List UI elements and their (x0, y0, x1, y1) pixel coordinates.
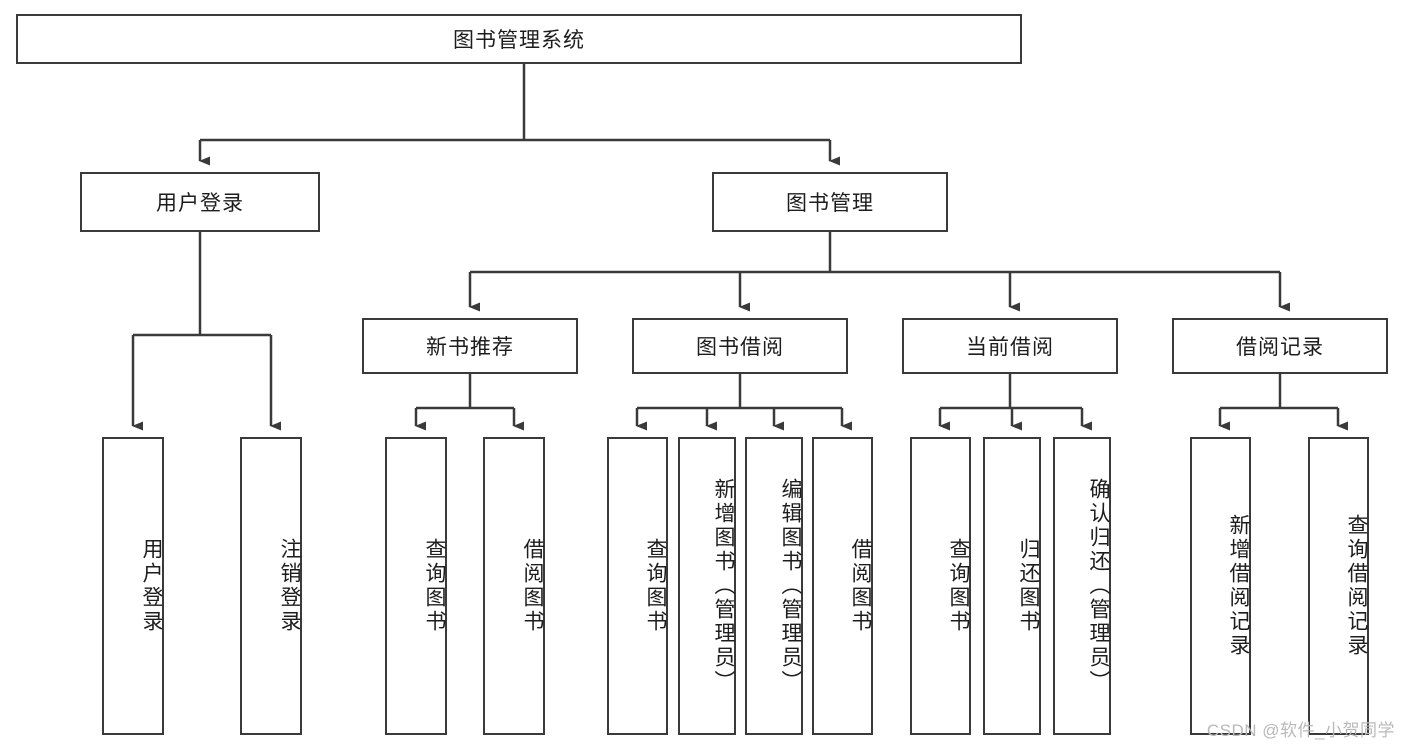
leaf-box[interactable]: 查询图书 (385, 437, 447, 735)
leaf-box[interactable]: 编辑图书（管理员） (745, 437, 803, 735)
leaf-label: 查询借阅记录 (1345, 514, 1368, 658)
level2-box[interactable]: 图书借阅 (632, 318, 848, 374)
level2-label: 新书推荐 (426, 336, 514, 359)
root-box[interactable]: 图书管理系统 (16, 14, 1022, 64)
leaf-box[interactable]: 查询图书 (910, 437, 971, 735)
level2-label: 当前借阅 (966, 336, 1054, 359)
leaf-label: 新增图书（管理员） (712, 478, 735, 694)
leaf-label: 注销登录 (278, 538, 301, 634)
leaf-label: 归还图书 (1017, 538, 1040, 634)
leaf-label: 编辑图书（管理员） (779, 478, 802, 694)
leaf-label: 借阅图书 (849, 538, 872, 634)
leaf-box[interactable]: 新增借阅记录 (1190, 437, 1251, 735)
leaf-label: 查询图书 (644, 538, 667, 634)
level2-box[interactable]: 借阅记录 (1172, 318, 1388, 374)
leaf-label: 确认归还（管理员） (1087, 478, 1110, 694)
leaf-label: 查询图书 (947, 538, 970, 634)
watermark-label: CSDN @软件_小贺同学 (1206, 721, 1395, 740)
level1-label: 用户登录 (156, 192, 244, 215)
leaf-box[interactable]: 用户登录 (102, 437, 164, 735)
leaf-box[interactable]: 归还图书 (983, 437, 1041, 735)
level1-box[interactable]: 用户登录 (80, 172, 320, 232)
level2-label: 借阅记录 (1236, 336, 1324, 359)
leaf-label: 查询图书 (423, 538, 446, 634)
leaf-box[interactable]: 确认归还（管理员） (1053, 437, 1111, 735)
leaf-label: 用户登录 (140, 538, 163, 634)
leaf-label: 借阅图书 (521, 538, 544, 634)
level1-label: 图书管理 (786, 192, 874, 215)
level2-box[interactable]: 新书推荐 (362, 318, 578, 374)
level1-box[interactable]: 图书管理 (712, 172, 948, 232)
root-label: 图书管理系统 (453, 29, 585, 52)
leaf-box[interactable]: 借阅图书 (812, 437, 873, 735)
leaf-label: 新增借阅记录 (1227, 514, 1250, 658)
leaf-box[interactable]: 新增图书（管理员） (678, 437, 736, 735)
level2-box[interactable]: 当前借阅 (902, 318, 1118, 374)
leaf-box[interactable]: 借阅图书 (483, 437, 545, 735)
level2-label: 图书借阅 (696, 336, 784, 359)
leaf-box[interactable]: 查询图书 (607, 437, 668, 735)
leaf-box[interactable]: 注销登录 (240, 437, 302, 735)
leaf-box[interactable]: 查询借阅记录 (1308, 437, 1369, 735)
